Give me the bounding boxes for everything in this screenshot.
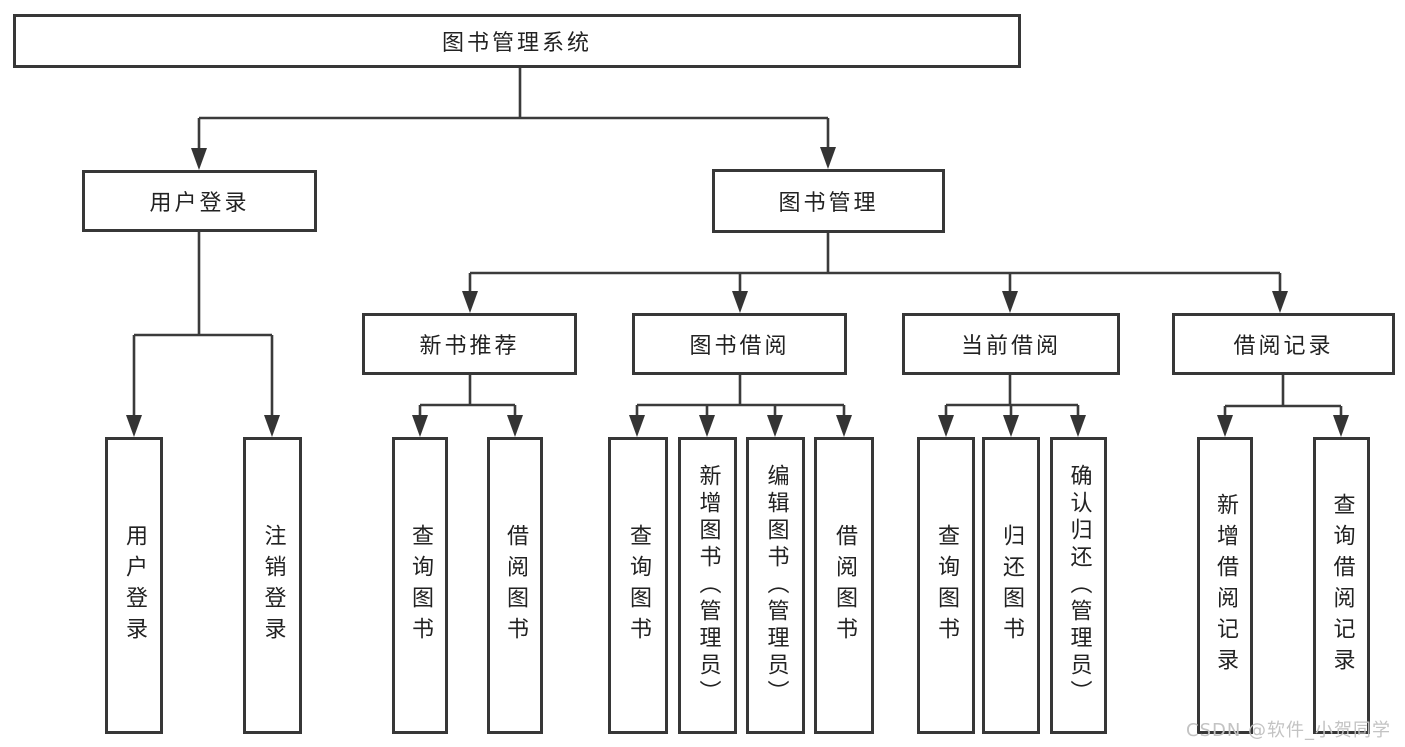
node-label: 注销登录 — [260, 523, 286, 648]
node-label: 图书管理系统 — [441, 31, 592, 56]
node-label: 图书借阅 — [689, 334, 790, 359]
arrowhead — [264, 415, 280, 437]
node-book-borrow: 图书借阅 — [632, 313, 847, 375]
node-label: 查询图书 — [934, 523, 959, 648]
node-label: 图书管理 — [778, 191, 879, 216]
connector-user-login — [132, 232, 274, 421]
node-leaf-add-books-admin: 新增图书（管理员） — [678, 437, 737, 734]
connector-borrow-record — [1223, 375, 1343, 421]
node-label: 查询图书 — [626, 523, 651, 648]
node-book-management: 图书管理 — [712, 169, 945, 233]
node-leaf-query-books-borrow: 查询图书 — [608, 437, 668, 734]
node-label: 新增图书（管理员） — [695, 464, 721, 707]
node-leaf-borrow-books: 借阅图书 — [814, 437, 874, 734]
node-label: 查询借阅记录 — [1329, 492, 1355, 679]
node-leaf-logout: 注销登录 — [243, 437, 302, 734]
arrowhead — [462, 291, 478, 313]
node-label: 编辑图书（管理员） — [763, 464, 789, 707]
node-leaf-query-books-recommend: 查询图书 — [392, 437, 448, 734]
arrowhead — [412, 415, 428, 437]
csdn-watermark: CSDN @软件_小贺同学 — [1186, 720, 1392, 741]
arrowhead — [732, 291, 748, 313]
node-label: 新书推荐 — [419, 334, 520, 359]
node-label: 查询图书 — [408, 523, 433, 648]
connector-book-borrow — [635, 375, 846, 421]
arrowhead — [629, 415, 645, 437]
connector-new-book-recommend — [418, 375, 517, 421]
arrowhead — [1217, 415, 1233, 437]
arrowhead — [938, 415, 954, 437]
node-current-borrow: 当前借阅 — [902, 313, 1120, 375]
arrowhead — [1070, 415, 1086, 437]
node-leaf-add-borrow-record: 新增借阅记录 — [1197, 437, 1253, 734]
node-root-system: 图书管理系统 — [13, 14, 1021, 68]
node-leaf-query-books-current: 查询图书 — [917, 437, 975, 734]
node-label: 用户登录 — [149, 191, 250, 216]
arrowhead — [699, 415, 715, 437]
arrowhead — [191, 148, 207, 170]
node-leaf-query-borrow-record: 查询借阅记录 — [1313, 437, 1370, 734]
node-label: 当前借阅 — [960, 334, 1061, 359]
arrowhead — [1333, 415, 1349, 437]
node-leaf-confirm-return-admin: 确认归还（管理员） — [1050, 437, 1107, 734]
arrowhead — [1002, 291, 1018, 313]
node-label: 借阅图书 — [832, 523, 857, 648]
node-label: 借阅记录 — [1233, 334, 1334, 359]
arrowhead — [767, 415, 783, 437]
node-leaf-edit-books-admin: 编辑图书（管理员） — [746, 437, 805, 734]
arrowhead — [820, 147, 836, 169]
node-borrow-record: 借阅记录 — [1172, 313, 1395, 375]
node-leaf-borrow-books-recommend: 借阅图书 — [487, 437, 543, 734]
node-leaf-user-login: 用户登录 — [105, 437, 163, 734]
arrowhead — [507, 415, 523, 437]
node-label: 新增借阅记录 — [1213, 492, 1238, 679]
connector-book-management — [468, 233, 1282, 297]
node-leaf-return-books: 归还图书 — [982, 437, 1040, 734]
node-new-book-recommend: 新书推荐 — [362, 313, 577, 375]
node-user-login: 用户登录 — [82, 170, 317, 232]
connector-current-borrow — [944, 375, 1080, 421]
arrowhead — [836, 415, 852, 437]
arrowhead — [1003, 415, 1019, 437]
node-label: 借阅图书 — [503, 523, 528, 648]
node-label: 确认归还（管理员） — [1066, 464, 1092, 707]
node-label: 归还图书 — [999, 523, 1024, 648]
node-label: 用户登录 — [122, 523, 147, 648]
arrowhead — [126, 415, 142, 437]
arrowhead — [1272, 291, 1288, 313]
connector-root — [197, 68, 830, 152]
